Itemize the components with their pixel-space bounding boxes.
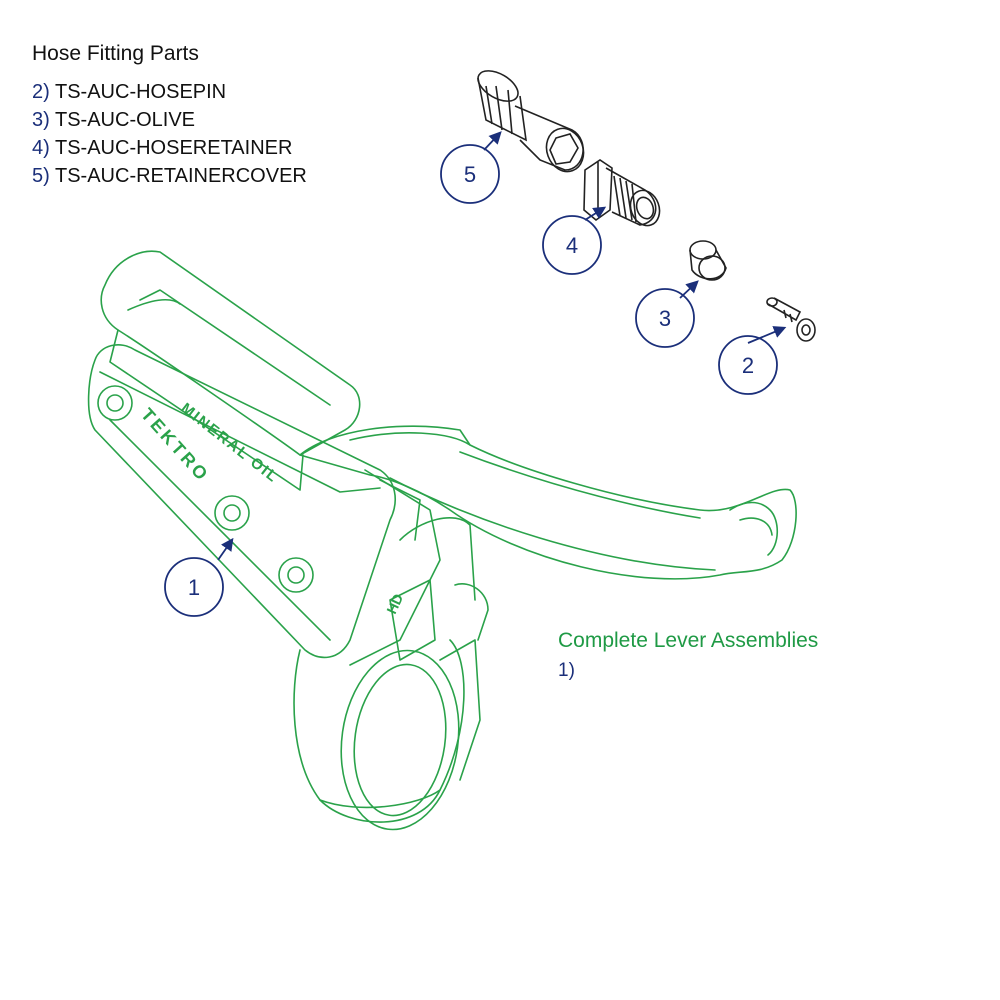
callout-circle [164, 557, 224, 617]
bolt-head [278, 557, 314, 593]
part-hose-retainer [583, 159, 661, 227]
parts-list-item: 3) TS-AUC-OLIVE [32, 106, 307, 134]
leader-line [483, 131, 502, 151]
callout-circle [635, 288, 695, 348]
callout-circle [440, 144, 500, 204]
bolt-head [97, 385, 133, 421]
parts-list-item: 2) TS-AUC-HOSEPIN [32, 78, 307, 106]
part-code: TS-AUC-HOSERETAINER [55, 137, 293, 159]
part-retainer-cover [477, 70, 585, 173]
part-olive [689, 240, 727, 281]
callout-2: 2 [742, 353, 754, 378]
lever-assembly-item: 1) [558, 660, 575, 681]
callout-numbers: 1 2 3 4 5 [188, 162, 754, 600]
handlebar-clamp [293, 639, 465, 823]
part-code: TS-AUC-HOSEPIN [55, 81, 227, 103]
callout-circle [542, 215, 602, 275]
parts-list-item: 4) TS-AUC-HOSERETAINER [32, 134, 307, 162]
callout-3: 3 [659, 306, 671, 331]
callout-4: 4 [566, 233, 578, 258]
hose-fitting-title: Hose Fitting Parts [32, 42, 199, 65]
body-side-plate [87, 344, 396, 659]
callout-circle [718, 335, 778, 395]
leader-line [584, 206, 607, 221]
callouts [164, 131, 787, 617]
parts-list-item: 5) TS-AUC-RETAINERCOVER [32, 162, 307, 190]
part-code: TS-AUC-OLIVE [55, 109, 196, 131]
part-code: TS-AUC-RETAINERCOVER [55, 165, 307, 187]
hose-fitting-parts-list: Hose Fitting Parts 2) TS-AUC-HOSEPIN 3) … [32, 40, 307, 190]
callout-5: 5 [464, 162, 476, 187]
part-number: 4) [32, 137, 50, 159]
part-number: 3) [32, 109, 50, 131]
reservoir-top [100, 250, 361, 456]
lever-blade [299, 425, 797, 580]
leader-line [747, 326, 787, 344]
brake-lever-drawing [87, 250, 797, 831]
bolt-head [214, 495, 250, 531]
lever-assembly-list: Complete Lever Assemblies 1) [558, 626, 818, 686]
part-number: 5) [32, 165, 50, 187]
hd-label: HD [383, 591, 406, 616]
leader-line [217, 537, 234, 561]
lever-pivot [349, 469, 441, 666]
part-hose-pin [766, 297, 816, 342]
lever-assembly-title: Complete Lever Assemblies [558, 629, 819, 652]
part-number: 2) [32, 81, 50, 103]
callout-1: 1 [188, 575, 200, 600]
lever-markings: MINERAL OIL TEKTRO HD [137, 400, 406, 617]
